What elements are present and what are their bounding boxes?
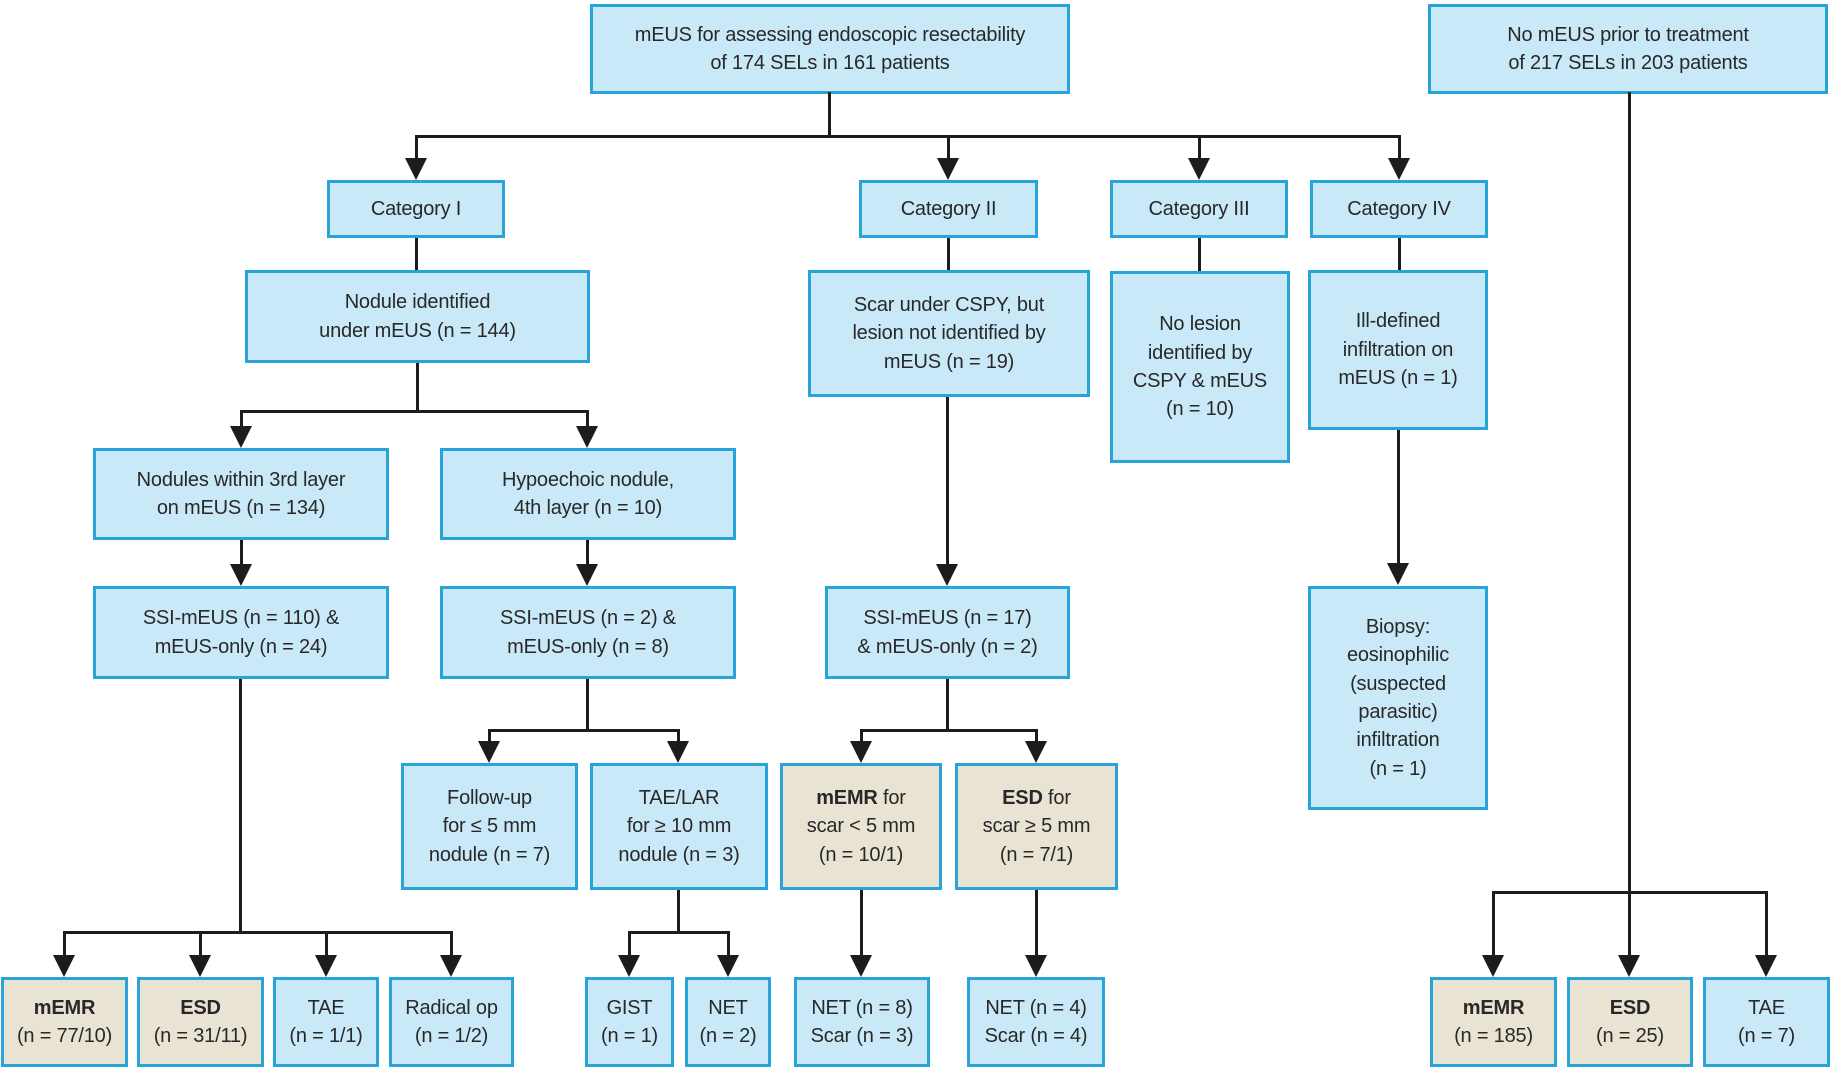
node-ssi-meus-110: SSI-mEUS (n = 110) & mEUS-only (n = 24) [93,586,389,679]
arrow-head [937,158,959,180]
connector [947,238,950,270]
node-gist: GIST (n = 1) [585,977,674,1067]
connector [240,540,243,566]
node-nodules-3rd-layer: Nodules within 3rd layer on mEUS (n = 13… [93,448,389,540]
arrow-head [576,426,598,448]
connector [63,931,66,957]
node-biopsy: Biopsy: eosinophilic (suspected parasiti… [1308,586,1488,810]
connector [199,931,202,957]
node-net4-scar4: NET (n = 4) Scar (n = 4) [967,977,1105,1067]
connector [415,238,418,270]
connector [415,135,1401,138]
connector [488,729,491,743]
connector [677,729,680,743]
connector [677,890,680,934]
connector [586,540,589,566]
arrow-head [189,955,211,977]
node-ssi-meus-2: SSI-mEUS (n = 2) & mEUS-only (n = 8) [440,586,736,679]
node-net8-scar3: NET (n = 8) Scar (n = 3) [794,977,930,1067]
connector [860,729,1038,732]
connector [947,135,950,160]
connector [240,410,589,413]
node-category-ii: Category II [859,180,1038,238]
connector [860,890,863,957]
node-esd-right: ESD (n = 25) [1567,977,1693,1067]
node-no-meus-root: No mEUS prior to treatment of 217 SELs i… [1428,4,1828,94]
arrow-head [717,955,739,977]
connector [1035,729,1038,743]
connector [586,410,589,428]
arrow-head [1618,955,1640,977]
node-ill-defined: Ill-defined infiltration on mEUS (n = 1) [1308,270,1488,430]
connector [325,931,328,957]
arrow-head [53,955,75,977]
arrow-head [1188,158,1210,180]
connector [946,679,949,732]
arrow-head [936,564,958,586]
node-esd-outcome: ESD (n = 31/11) [137,977,264,1067]
node-scar-cspy: Scar under CSPY, but lesion not identifi… [808,270,1090,397]
node-category-i: Category I [327,180,505,238]
node-hypoechoic-nodule: Hypoechoic nodule, 4th layer (n = 10) [440,448,736,540]
node-nodule-identified: Nodule identified under mEUS (n = 144) [245,270,590,363]
connector [628,931,729,934]
node-radical-op: Radical op (n = 1/2) [389,977,514,1067]
node-esd-for-scar: ESD for scar ≥ 5 mm (n = 7/1) [955,763,1118,890]
node-tae-right: TAE (n = 7) [1703,977,1830,1067]
connector [1198,135,1201,160]
arrow-head [850,955,872,977]
arrow-head [440,955,462,977]
connector [860,729,863,743]
connector [628,931,631,957]
connector [450,931,453,957]
connector [1198,238,1201,271]
arrow-head [1388,158,1410,180]
connector [240,410,243,428]
node-followup: Follow-up for ≤ 5 mm nodule (n = 7) [401,763,578,890]
connector [727,931,730,957]
connector [415,135,418,160]
arrow-head [405,158,427,180]
node-memr-right: mEMR (n = 185) [1430,977,1557,1067]
connector [1035,890,1038,957]
arrow-head [1025,955,1047,977]
connector [828,92,831,138]
arrow-head [230,426,252,448]
connector [1398,238,1401,270]
node-category-iii: Category III [1110,180,1288,238]
connector [1492,891,1495,957]
node-meus-root: mEUS for assessing endoscopic resectabil… [590,4,1070,94]
connector [1397,430,1400,565]
arrow-head [1755,955,1777,977]
connector [1492,891,1768,894]
connector [1628,92,1631,957]
connector [946,397,949,564]
connector [239,679,242,934]
arrow-head [618,955,640,977]
connector [488,729,680,732]
arrow-head [1387,563,1409,585]
arrow-head [315,955,337,977]
node-net: NET (n = 2) [685,977,771,1067]
arrow-head [850,741,872,763]
node-no-lesion: No lesion identified by CSPY & mEUS (n =… [1110,271,1290,463]
connector [1398,135,1401,160]
node-memr-outcome: mEMR (n = 77/10) [1,977,128,1067]
connector [63,931,453,934]
node-ssi-meus-17: SSI-mEUS (n = 17) & mEUS-only (n = 2) [825,586,1070,679]
arrow-head [478,741,500,763]
node-memr-for-scar: mEMR for scar < 5 mm (n = 10/1) [780,763,942,890]
arrow-head [576,564,598,586]
connector [416,363,419,413]
arrow-head [1482,955,1504,977]
arrow-head [230,564,252,586]
arrow-head [667,741,689,763]
node-tae-lar: TAE/LAR for ≥ 10 mm nodule (n = 3) [590,763,768,890]
connector [1765,891,1768,957]
node-category-iv: Category IV [1310,180,1488,238]
node-tae-outcome: TAE (n = 1/1) [273,977,379,1067]
connector [586,679,589,732]
arrow-head [1025,741,1047,763]
